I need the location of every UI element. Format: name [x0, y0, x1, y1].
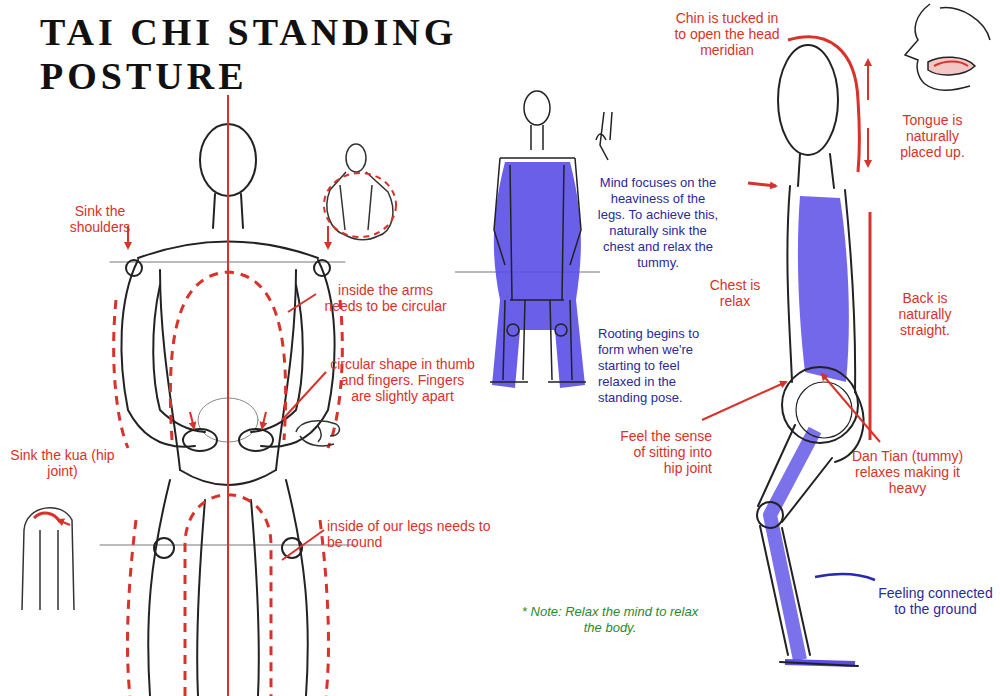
- annotation: inside the arms needs to be circular: [318, 282, 453, 314]
- annotation: inside of our legs needs to be round: [327, 518, 492, 550]
- arm-sketch: [324, 144, 396, 240]
- annotation: Sink the shoulders: [55, 203, 145, 235]
- annotation: Dan Tian (tummy) relaxes making it heavy: [845, 448, 970, 496]
- annotation: Chest is relax: [700, 277, 770, 309]
- annotation: Back is naturally straight.: [880, 290, 970, 338]
- annotation: Feeling connected to the ground: [878, 585, 993, 617]
- title: TAI CHI STANDING POSTURE: [40, 10, 600, 98]
- annotation: Mind focuses on the heaviness of the leg…: [597, 175, 719, 271]
- annotation: Feel the sense of sitting into hip joint: [612, 428, 712, 476]
- rooting-figure: [455, 91, 612, 388]
- hand-sketch: [296, 421, 339, 446]
- annotation: Rooting begins to form when we're starti…: [598, 326, 720, 406]
- hip-sketch: [22, 508, 74, 610]
- annotation: circular shape in thumb and fingers. Fin…: [330, 356, 475, 404]
- center-line: [227, 95, 229, 696]
- circular-guides: [114, 272, 343, 696]
- annotation: Sink the kua (hip joint): [10, 447, 115, 479]
- annotation: Tongue is naturally placed up.: [885, 112, 980, 160]
- face-sketch: [905, 4, 990, 90]
- side-arrows: [702, 37, 880, 442]
- side-figure: [757, 45, 875, 666]
- red-arrows: [128, 226, 328, 560]
- annotation: Chin is tucked in to open the head merid…: [668, 10, 786, 58]
- note: * Note: Relax the mind to relax the body…: [520, 604, 700, 636]
